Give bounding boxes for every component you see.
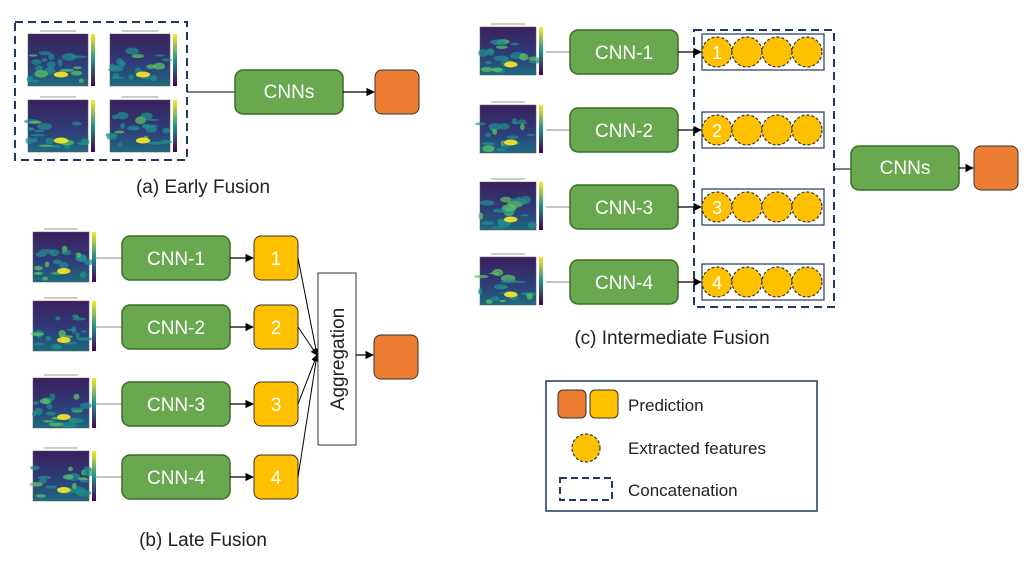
extracted-feature (761, 191, 793, 223)
aggregation-label: Aggregation (328, 308, 349, 410)
extracted-feature (731, 191, 763, 223)
late-cnn-label: CNN-1 (147, 249, 205, 270)
aggregation-box (317, 272, 357, 446)
late-cnn-label: CNN-4 (147, 468, 205, 489)
extracted-feature (791, 266, 823, 298)
intermediate-spectrogram-4 (473, 253, 543, 306)
intermediate-cnn-label: CNN-3 (595, 198, 653, 219)
legend-concatenation-label: Concatenation (628, 481, 738, 500)
late-prediction-number: 4 (271, 468, 282, 489)
feature-row-number: 1 (712, 43, 722, 63)
early-caption: (a) Early Fusion (136, 177, 270, 198)
late-aggregation-arrow (297, 354, 320, 478)
spectrogram-a1 (26, 30, 95, 87)
early-prediction (374, 69, 420, 115)
legend-prediction-orange-swatch (557, 389, 587, 419)
extracted-feature (731, 266, 763, 298)
feature-row-number: 4 (712, 273, 722, 293)
early-cnn-label: CNNs (264, 82, 315, 103)
intermediate-spectrogram-1 (478, 23, 543, 76)
spectrogram-a3 (24, 96, 95, 153)
extracted-feature (761, 266, 793, 298)
intermediate-concat-box (693, 29, 835, 308)
legend-feature-swatch (571, 433, 601, 463)
late-cnn-label: CNN-3 (147, 395, 205, 416)
late-spectrogram-2 (30, 297, 96, 352)
extracted-feature (791, 36, 823, 68)
intermediate-cnn-label: CNN-4 (595, 273, 653, 294)
feature-row-number: 2 (712, 121, 722, 141)
intermediate-caption: (c) Intermediate Fusion (574, 328, 769, 349)
extracted-feature (791, 114, 823, 146)
late-prediction (373, 334, 419, 380)
intermediate-spectrogram-2 (474, 101, 543, 154)
late-aggregation-arrow (297, 326, 318, 356)
early-concat-box (14, 21, 188, 161)
late-spectrogram-1 (32, 228, 96, 283)
panel-early-fusion: CNNs (a) Early Fusion (14, 21, 420, 198)
extracted-feature (791, 191, 823, 223)
legend-features-label: Extracted features (628, 439, 766, 458)
late-aggregation-arrow (297, 354, 318, 405)
feature-row-number: 3 (712, 198, 722, 218)
extracted-feature (731, 36, 763, 68)
late-cnn-label: CNN-2 (147, 318, 205, 339)
legend-prediction-yellow-swatch (589, 389, 619, 419)
intermediate-cnn-label: CNN-2 (595, 121, 653, 142)
legend: Prediction Extracted features Concatenat… (545, 380, 818, 512)
late-prediction-number: 2 (271, 318, 282, 339)
spectrogram-a4 (105, 96, 177, 153)
spectrogram-a2 (108, 30, 177, 87)
intermediate-spectrogram-3 (478, 178, 543, 231)
legend-concat-swatch (559, 477, 613, 501)
late-caption: (b) Late Fusion (139, 530, 267, 551)
intermediate-prediction (973, 145, 1019, 191)
extracted-feature (761, 36, 793, 68)
late-prediction-number: 3 (271, 395, 282, 416)
intermediate-cnn-label: CNN-1 (595, 43, 653, 64)
legend-prediction-label: Prediction (628, 396, 704, 415)
extracted-feature (761, 114, 793, 146)
extracted-feature (731, 114, 763, 146)
late-spectrogram-4 (29, 447, 96, 502)
intermediate-cnn-label: CNNs (880, 158, 931, 179)
late-spectrogram-3 (32, 374, 96, 429)
late-aggregation-arrow (297, 257, 320, 356)
late-prediction-number: 1 (271, 249, 282, 270)
